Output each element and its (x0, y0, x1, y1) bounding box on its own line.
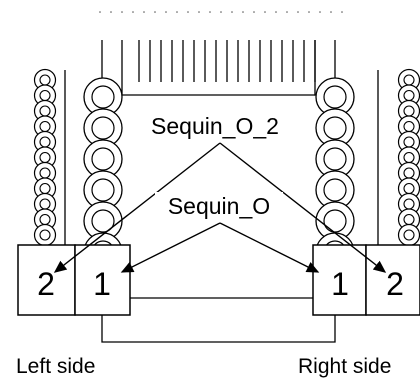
arrow-sequin-o2-right (219, 142, 387, 273)
right-box-pair (312, 244, 420, 316)
coil-ring-inner (323, 178, 347, 202)
sequin-o-2-label: Sequin_O_2 (151, 113, 279, 139)
box-right-outer (365, 244, 420, 316)
coil-ring-inner (91, 147, 115, 171)
box-left-inner (74, 244, 131, 316)
box-right-inner-number: 1 (331, 266, 349, 302)
arrows (53, 142, 387, 273)
coil-ring-inner (91, 116, 115, 140)
coil-ring-inner (39, 229, 51, 241)
coil-ring-inner (91, 85, 115, 109)
coil-ring-inner (91, 209, 115, 233)
arrow-sequin-o2-left (53, 142, 221, 273)
side-rails (64, 70, 379, 245)
left-box-pair (17, 244, 131, 316)
coil-ring-inner (323, 147, 347, 171)
coil-ring-inner (323, 116, 347, 140)
right-small-coil-column (397, 68, 420, 247)
right-large-coil-column (315, 77, 355, 272)
left-large-coil-column (83, 77, 123, 272)
box-left-outer-number: 2 (37, 266, 55, 302)
arrow-sequin-o-left (120, 222, 221, 273)
connectors (101, 297, 336, 343)
coil-ring-inner (91, 178, 115, 202)
box-right-outer-number: 2 (386, 266, 404, 302)
coil-ring (33, 223, 57, 247)
right-side-caption: Right side (298, 355, 391, 378)
box-left-inner-number: 1 (93, 266, 111, 302)
top-dotted-row (99, 11, 343, 13)
coil-ring-inner (403, 229, 415, 241)
arrow-sequin-o-right (219, 222, 320, 273)
coil-ring (397, 223, 420, 247)
coil-ring-inner (323, 85, 347, 109)
box-left-outer (17, 244, 76, 316)
coil-ring-inner (323, 209, 347, 233)
left-small-coil-column (33, 68, 57, 247)
comb-lines (138, 40, 316, 82)
sequin-o-label: Sequin_O (168, 193, 270, 219)
left-side-caption: Left side (16, 355, 95, 378)
